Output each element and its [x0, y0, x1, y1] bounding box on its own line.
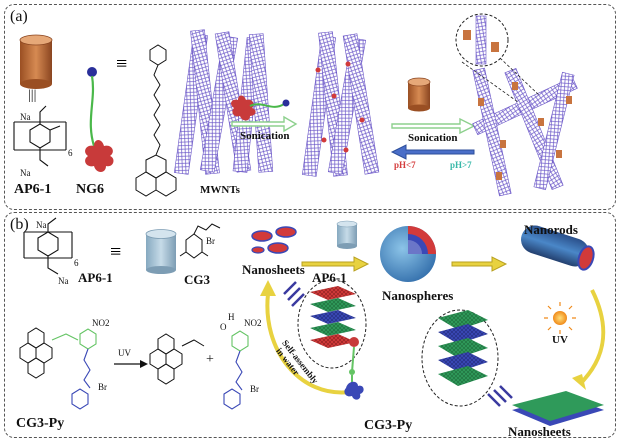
nanosphere-icon	[380, 226, 436, 282]
arrow-self-assembly	[265, 293, 351, 395]
stacked-sheets-zoom	[421, 309, 499, 407]
parallel-lines-left	[283, 281, 305, 307]
nanosheets-top-label: Nanosheets	[242, 262, 305, 277]
uv-label-right: UV	[552, 334, 568, 346]
no2-label-1: NO2	[92, 318, 110, 328]
ap6-structure-a	[13, 105, 67, 167]
mwnt-dispersed	[472, 67, 578, 197]
nanosheets-discs	[251, 226, 297, 254]
parallel-symbol: |||	[28, 88, 37, 103]
ap6-cylinder-blue-small-icon	[336, 220, 358, 249]
arrow-ap6	[301, 256, 370, 272]
mwnt-decorated	[301, 31, 380, 177]
mwnt-label: MWNTs	[200, 184, 240, 196]
br-label-2: Br	[98, 382, 107, 392]
cg3py-molecule-icon	[344, 337, 364, 400]
br-label-3: Br	[250, 384, 259, 394]
n-count-b: 6	[74, 258, 79, 268]
plus-sign: +	[206, 352, 214, 367]
sonication-arrow-1	[231, 115, 298, 133]
sonication-label-1: Sonication	[240, 130, 290, 142]
reverse-arrow	[390, 144, 475, 160]
product-pyrene	[149, 333, 205, 385]
ph-high-label: pH>7	[450, 160, 472, 170]
zoom-inset-a	[455, 13, 541, 103]
ap6-label-a: AP6-1	[14, 182, 52, 197]
ap6-on-tubes	[478, 82, 572, 180]
na-label-1: Na	[20, 112, 31, 122]
nanorod-icon	[521, 225, 595, 271]
br-label-cg3: Br	[206, 236, 215, 246]
nanospheres-label: Nanospheres	[382, 288, 454, 303]
na-top-b: Na	[36, 220, 47, 230]
uv-sun-icon	[544, 302, 576, 334]
nanorods-label: Nanorods	[524, 222, 578, 237]
n-count-a: 6	[68, 148, 73, 158]
sonication-label-2: Sonication	[408, 132, 458, 144]
ap6-cylinder-icon	[19, 34, 53, 89]
equiv-symbol-b: ≡	[110, 241, 121, 263]
ap6-label-b: AP6-1	[78, 270, 113, 285]
ap6-cylinder-blue-icon	[145, 229, 177, 274]
nanosheets-bottom-icon	[512, 391, 604, 426]
h-label: H	[228, 312, 235, 322]
ng6-dots	[315, 61, 365, 153]
sonication-arrow-2	[391, 117, 476, 135]
uv-label-left: UV	[118, 348, 131, 358]
mwnt-bundle	[173, 29, 274, 175]
ng6-small-icon	[231, 95, 290, 121]
ng6-label: NG6	[76, 182, 104, 197]
stacked-sheets-zoom-left	[297, 279, 367, 369]
cg3-label: CG3	[184, 272, 210, 287]
ap6-cylinder-small-icon	[407, 77, 431, 112]
o-label: O	[220, 322, 227, 332]
ng6-structure	[135, 44, 177, 197]
cg3py-label-bottom: CG3-Py	[364, 418, 413, 433]
parallel-lines-right	[487, 385, 513, 407]
cg3py-label-left: CG3-Py	[16, 416, 65, 431]
cg3py-linker	[51, 328, 97, 410]
arrow-sphere-rod	[451, 256, 508, 272]
cg3-structure	[179, 223, 221, 259]
ph-low-label: pH<7	[394, 160, 416, 170]
nanosheets-bottom-label: Nanosheets	[508, 424, 571, 439]
cg3py-structure	[19, 327, 53, 379]
ap6-arrow-label: AP6-1	[312, 270, 347, 285]
no2-label-2: NO2	[244, 318, 262, 328]
ap6-structure-b	[23, 217, 73, 275]
ng6-molecule	[85, 67, 114, 172]
na-bottom-b: Na	[58, 276, 69, 286]
arrow-uv-curve	[578, 289, 606, 386]
product-nitroso	[223, 330, 249, 410]
na-label-2: Na	[20, 168, 31, 178]
equiv-symbol-a: ≡	[116, 53, 127, 75]
panel-a	[4, 4, 616, 210]
panel-a-label: (a)	[10, 8, 28, 25]
panel-b-label: (b)	[10, 216, 29, 233]
panel-b	[4, 212, 616, 438]
